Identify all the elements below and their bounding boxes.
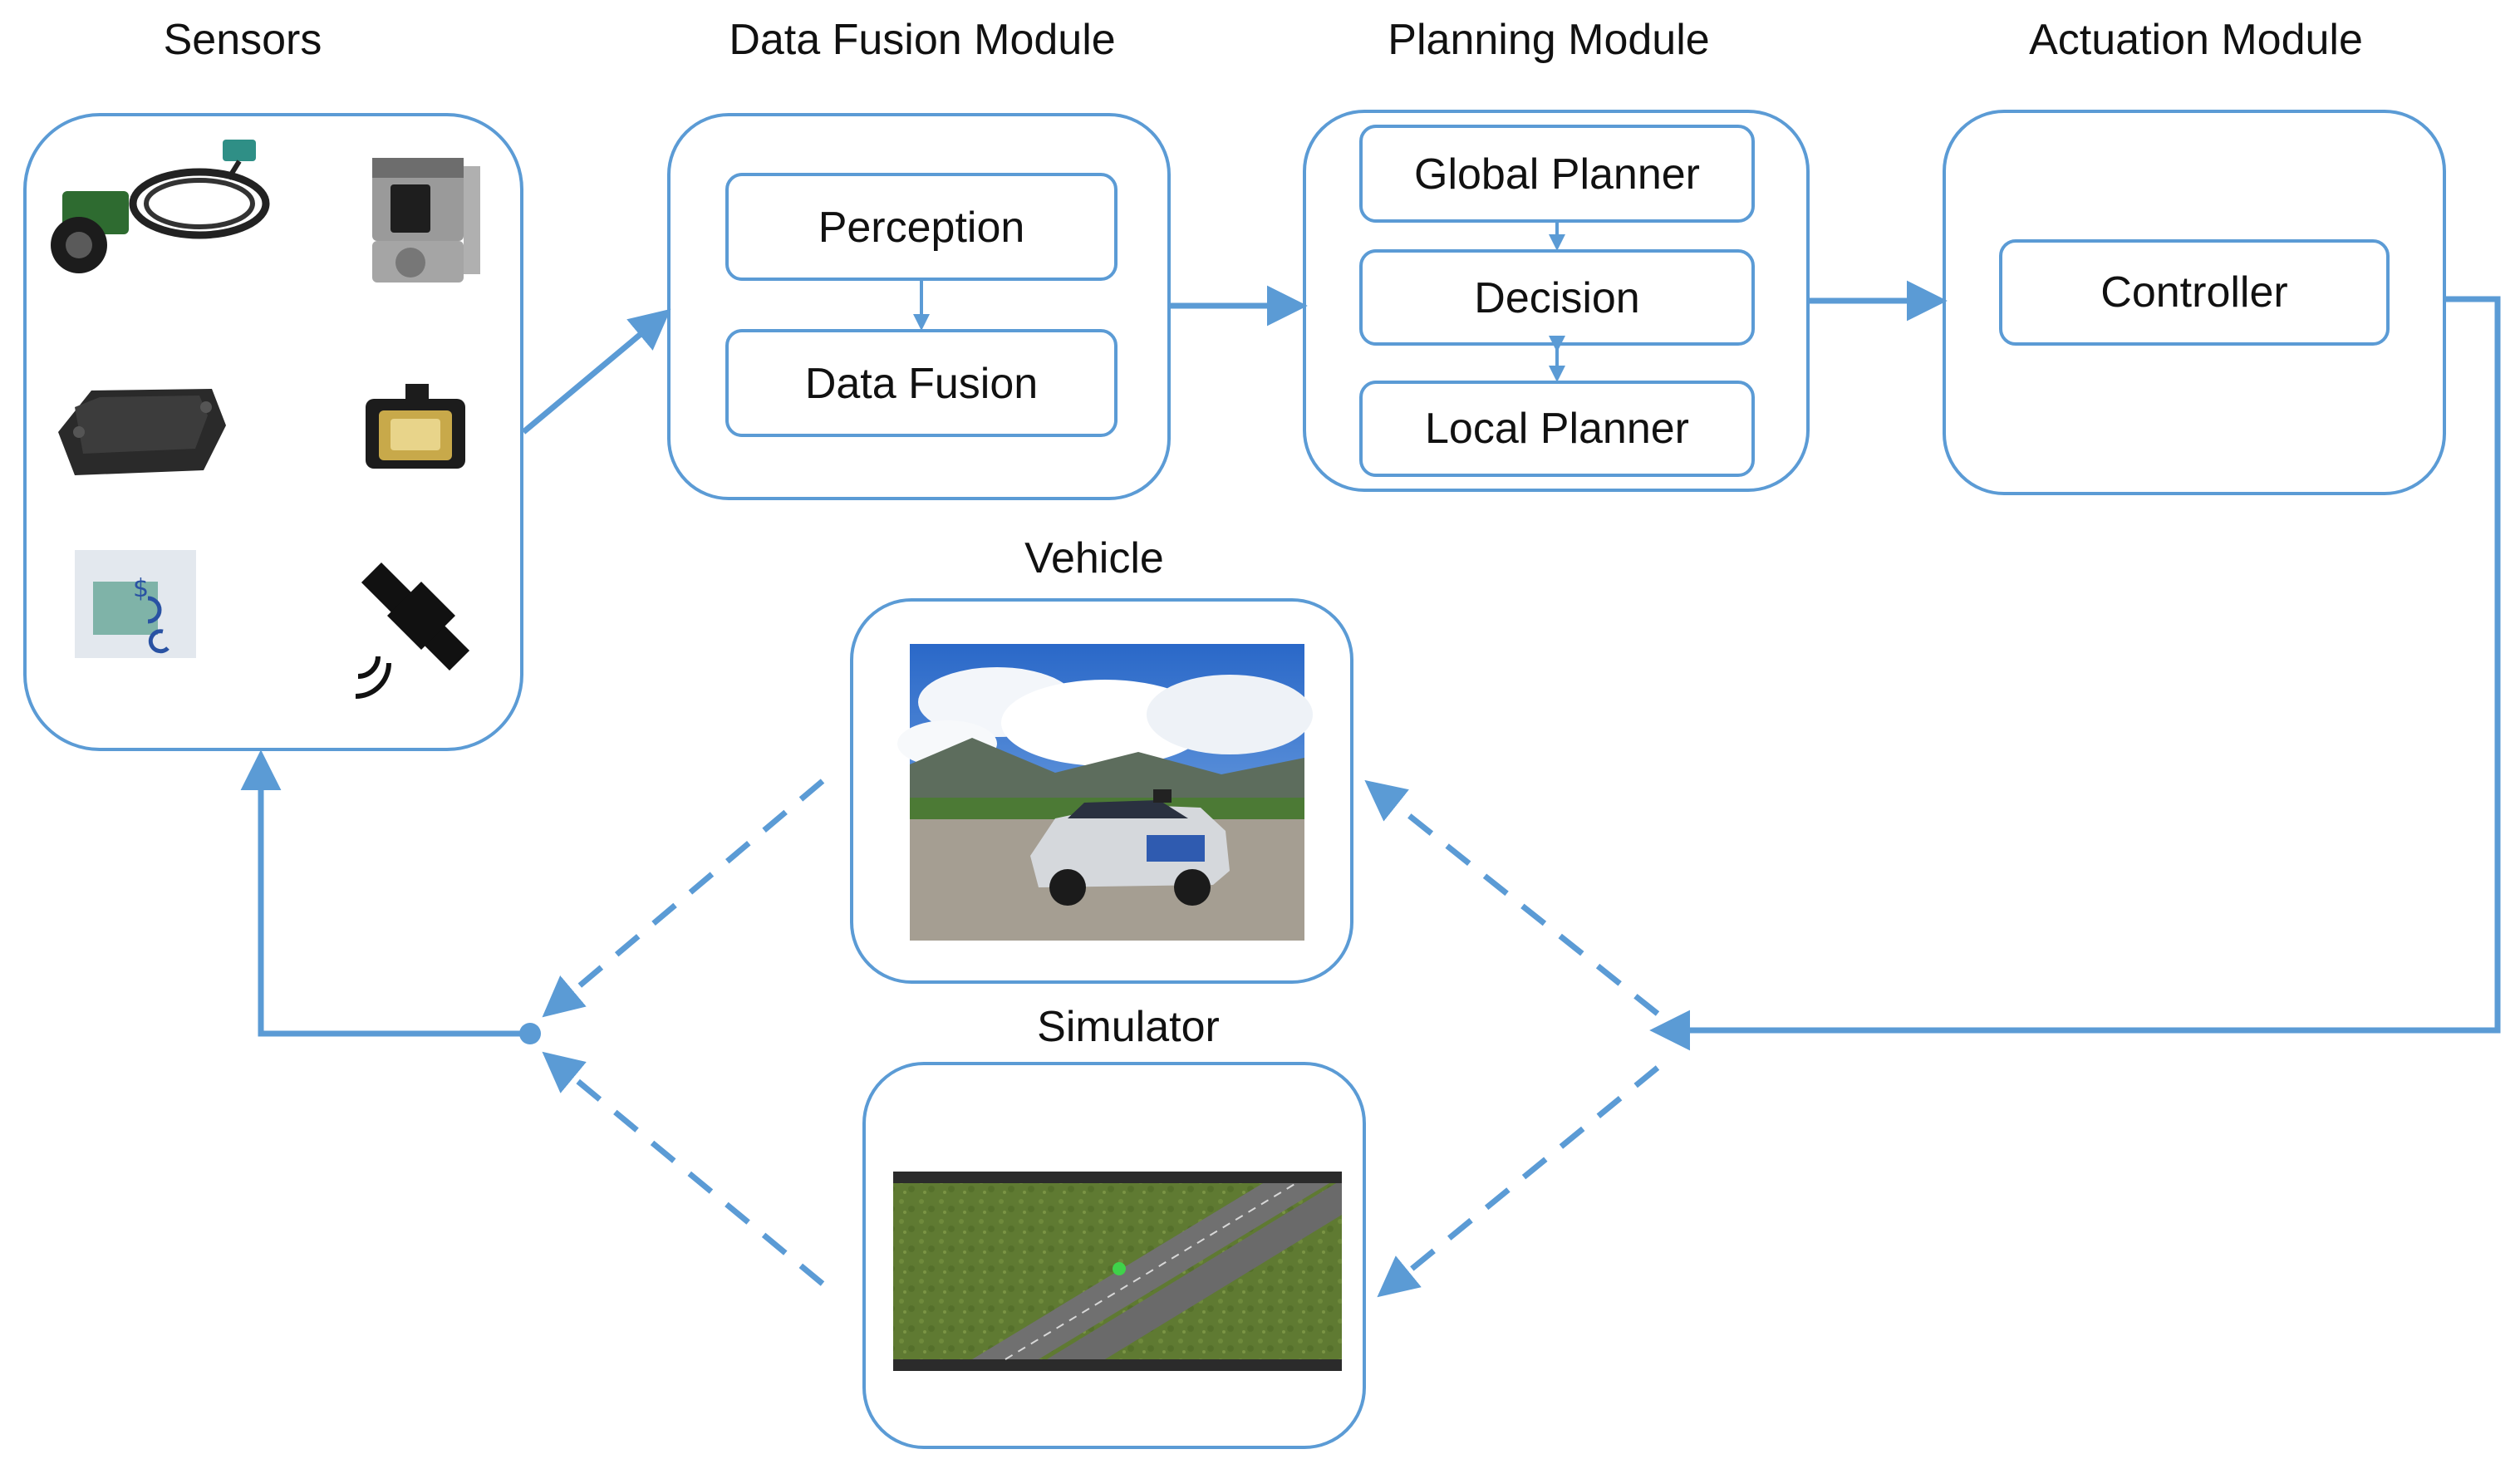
- actuation-module-title: Actuation Module: [2029, 16, 2363, 64]
- controller-label: Controller: [2100, 268, 2288, 317]
- local-planner-box: [1359, 381, 1755, 477]
- junction-to-simulator-dashed-arrow: [1377, 1065, 1660, 1298]
- ultrasonic-sensor-icon: [366, 384, 465, 469]
- sensors-to-fusion-arrow: [521, 308, 671, 435]
- junction-to-vehicle-dashed-arrow: [1364, 779, 1660, 1016]
- merge-junction-dot: [519, 1023, 541, 1044]
- gps-satellite-icon: [355, 562, 470, 699]
- decision-label: Decision: [1474, 274, 1640, 322]
- camera-icon: [51, 140, 270, 273]
- sensors-title: Sensors: [163, 16, 322, 64]
- imu-icon: $: [75, 550, 196, 658]
- feedback-to-sensors-arrow: [240, 749, 530, 1037]
- data-fusion-module-title: Data Fusion Module: [729, 16, 1116, 64]
- vehicle-photo: [897, 644, 1313, 941]
- simulator-title: Simulator: [1037, 1003, 1220, 1051]
- data-fusion-module-box: [667, 113, 1171, 500]
- data-fusion-label: Data Fusion: [804, 360, 1039, 408]
- global-planner-label: Global Planner: [1414, 150, 1700, 199]
- radar-icon: [58, 389, 226, 475]
- data-fusion-box: [725, 329, 1118, 437]
- controller-box: [1999, 239, 2390, 346]
- lidar-icon: [372, 158, 480, 282]
- actuation-output-arrow: [1649, 296, 2501, 1051]
- simulator-screenshot: [893, 1172, 1342, 1371]
- perception-label: Perception: [818, 204, 1025, 252]
- local-planner-label: Local Planner: [1425, 405, 1689, 453]
- planning-module-title: Planning Module: [1388, 16, 1710, 64]
- vehicle-to-merge-dashed-arrow: [542, 779, 825, 1018]
- vehicle-title: Vehicle: [1024, 534, 1164, 582]
- simulator-to-merge-dashed-arrow: [542, 1051, 825, 1286]
- svg-text:$: $: [133, 574, 149, 603]
